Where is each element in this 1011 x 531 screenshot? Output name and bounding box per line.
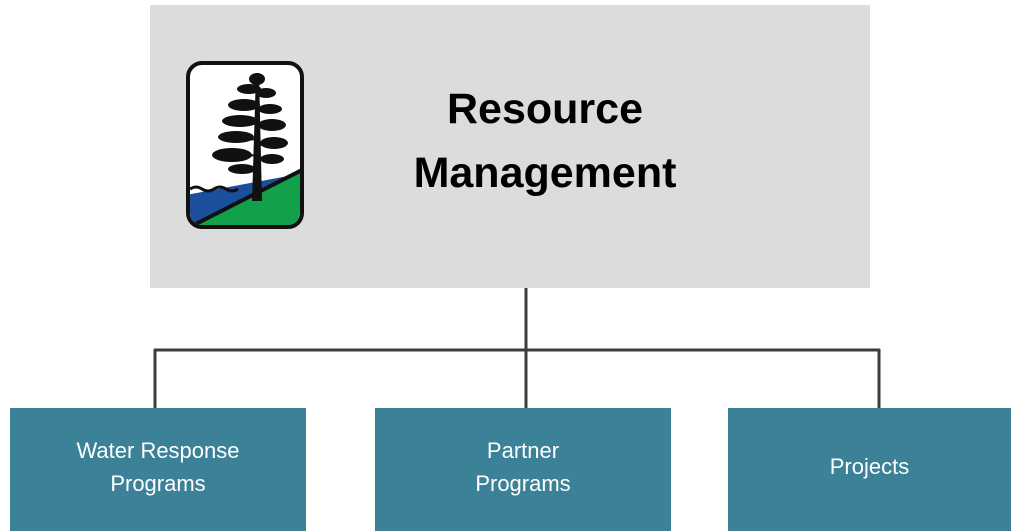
- child-node-label-line-1: Projects: [829, 454, 910, 479]
- child-node-label-line-1: Partner: [486, 437, 560, 463]
- root-node: Resource Management: [150, 5, 870, 288]
- child-node-label-line-2: Programs: [110, 470, 206, 496]
- child-node-partner-programs: Partner Programs: [375, 408, 671, 531]
- child-node-water-response-programs: Water Response Programs: [10, 408, 306, 531]
- child-node-label-line-2: Programs: [475, 470, 571, 496]
- root-title-line-2: Management: [413, 149, 677, 197]
- root-title-line-1: Resource: [447, 85, 643, 133]
- root-title: Resource Management: [380, 77, 710, 205]
- child-node-projects: Projects: [728, 408, 1011, 531]
- child-node-label-line-1: Water Response: [76, 437, 240, 463]
- pine-tree-logo-icon: [186, 61, 304, 229]
